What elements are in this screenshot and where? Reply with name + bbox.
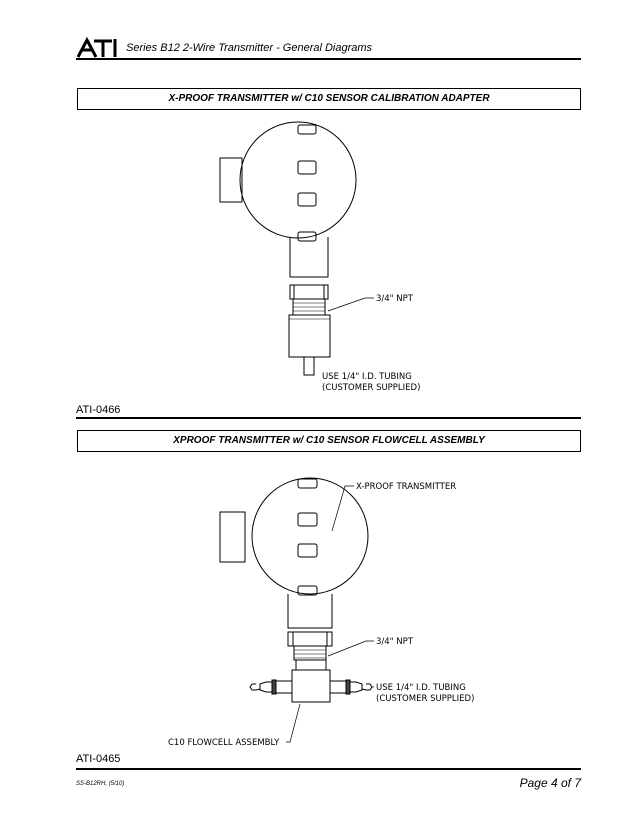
calibration-adapter-diagram: 3/4" NPT USE 1/4" I.D. TUBING (CUSTOMER … [219, 121, 420, 393]
footer-rule [76, 768, 581, 770]
header-rule [76, 58, 581, 60]
transmitter-housing [239, 121, 357, 239]
flowcell-block [291, 669, 331, 703]
flowcell-label: C10 FLOWCELL ASSEMBLY [168, 738, 280, 748]
npt-label: 3/4" NPT [376, 637, 414, 647]
conduit-boss [219, 157, 243, 203]
transmitter-label: X-PROOF TRANSMITTER [356, 482, 456, 492]
calibration-adapter [288, 314, 331, 358]
section1-title: X-PROOF TRANSMITTER w/ C10 SENSOR CALIBR… [77, 88, 581, 110]
npt-fitting [289, 284, 329, 300]
section2-title: XPROOF TRANSMITTER w/ C10 SENSOR FLOWCEL… [77, 430, 581, 452]
tubing-label-line2: (CUSTOMER SUPPLIED) [322, 383, 420, 393]
tubing-label-line1: USE 1/4" I.D. TUBING [322, 372, 412, 382]
npt-label: 3/4" NPT [376, 294, 414, 304]
tubing-label-line2: (CUSTOMER SUPPLIED) [376, 694, 474, 704]
conduit-boss [219, 511, 246, 563]
flowcell-assembly-diagram: X-PROOF TRANSMITTER 3/4" NPT USE 1/4" I.… [168, 477, 474, 748]
figure-id-1: ATI-0466 [76, 404, 121, 416]
document-code: SS-B12RH, (5/10) [76, 781, 125, 787]
figure-id-2: ATI-0465 [76, 753, 121, 765]
page-number: Page 4 of 7 [519, 776, 581, 790]
ati-logo [76, 37, 117, 58]
transmitter-housing [251, 477, 369, 595]
tubing-label-line1: USE 1/4" I.D. TUBING [376, 683, 466, 693]
page-header-title: Series B12 2-Wire Transmitter - General … [126, 42, 373, 54]
npt-fitting [287, 631, 333, 647]
section1-rule [76, 417, 581, 419]
